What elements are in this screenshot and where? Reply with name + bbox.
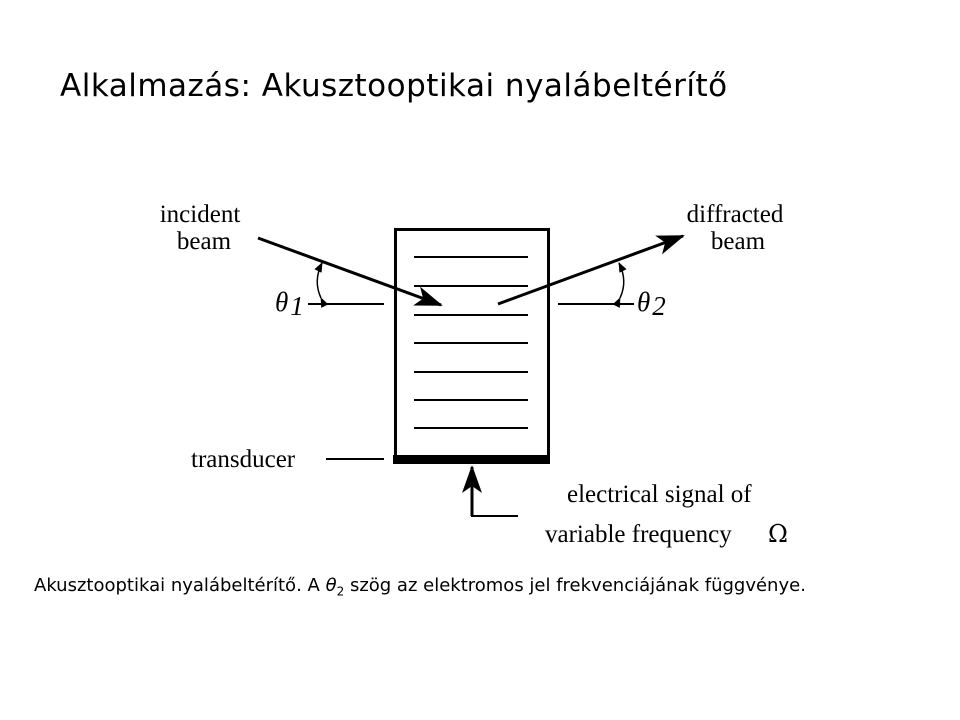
signal-label: electrical signal of [567,481,752,508]
caption-theta-symbol: θ [325,575,337,596]
acoustic-wavefronts [414,256,528,429]
transducer-label: transducer [191,446,296,473]
caption-theta-subscript: 2 [336,584,345,599]
caption-text-before: Akusztooptikai nyalábeltérítő. A [34,575,326,596]
diffracted-beam-label: diffracted [687,201,784,228]
transducer-bar [393,455,550,464]
figure-caption: Akusztooptikai nyalábeltérítő. A θ2 szög… [34,572,934,600]
incident-beam-arrow [257,236,443,307]
theta2-label: θ2 [637,287,666,321]
diffracted-beam-label: beam [711,228,766,255]
incident-beam-label: beam [177,228,232,255]
incident-beam-label: incident [160,201,241,228]
signal-label: variable frequency [545,521,732,548]
theta1-angle-arc [314,262,329,308]
omega-symbol: Ω [768,520,788,548]
diffracted-beam-arrow [497,234,685,306]
caption-text-after: szög az elektromos jel frekvenciájának f… [344,575,806,596]
theta2-angle-arc [612,262,627,308]
slide-title: Alkalmazás: Akusztooptikai nyalábeltérít… [60,68,728,104]
theta1-label: θ1 [275,287,304,321]
